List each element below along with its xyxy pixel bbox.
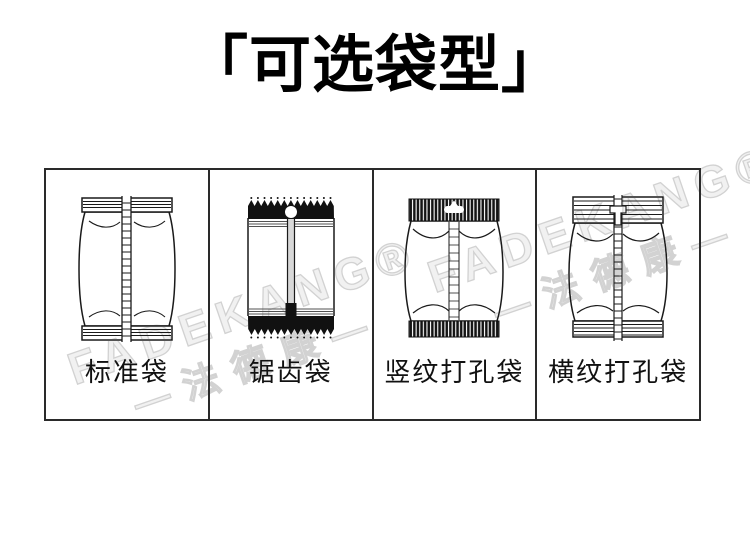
horizontal-stripe-punched-bag-illustration	[568, 195, 668, 341]
panel-standard-bag: 标准袋	[46, 170, 210, 419]
page-title: 「可选袋型」	[185, 31, 564, 100]
panel-label: 横纹打孔袋	[548, 357, 689, 387]
vertical-stripe-punched-bag-illustration	[404, 198, 505, 338]
bag-type-panels: 标准袋 锯齿袋	[44, 168, 701, 421]
panel-label: 标准袋	[84, 357, 169, 387]
standard-pillow-bag-illustration	[78, 196, 176, 342]
panel-horizontal-stripe-punched-bag: 横纹打孔袋	[537, 170, 699, 419]
panel-label: 锯齿袋	[248, 357, 333, 387]
panel-serrated-bag: 锯齿袋	[210, 170, 374, 419]
panel-vertical-stripe-punched-bag: 竖纹打孔袋	[374, 170, 538, 419]
serrated-edge-bag-illustration	[246, 197, 335, 339]
panel-label: 竖纹打孔袋	[384, 357, 525, 387]
